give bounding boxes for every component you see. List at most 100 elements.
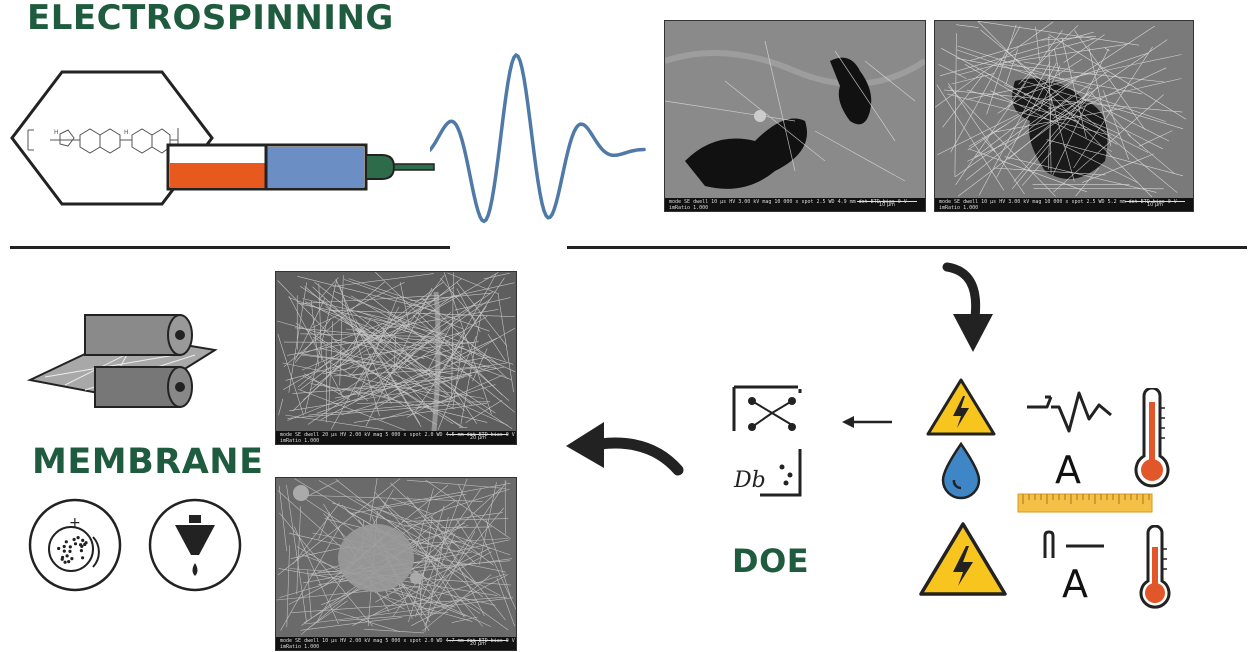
fiber-texture [977,21,1153,198]
fiber-texture [361,326,421,424]
fiber-texture [947,93,1111,136]
fiber-texture [955,110,1050,177]
fiber-texture [287,385,374,421]
fiber-texture [354,390,369,402]
fiber-texture [296,506,301,595]
fiber-texture [297,347,345,388]
fiber-texture [455,332,499,365]
fiber-texture [331,338,425,359]
fiber-texture [288,295,345,399]
fiber-texture [1054,48,1060,76]
fiber-texture [944,89,1183,113]
fiber-texture [301,323,410,371]
fiber-texture [410,292,492,302]
fiber-texture [300,617,402,631]
fiber-texture [1070,114,1149,153]
fiber-texture [966,54,1182,100]
fiber-texture [345,328,378,334]
fiber-texture [375,343,425,389]
fiber-texture [292,386,391,394]
fiber-texture [335,479,483,598]
fiber-texture [935,21,1054,108]
fiber-texture [497,293,514,393]
membrane-title: MEMBRANE [32,442,264,482]
fiber-texture [1046,139,1183,177]
fiber-texture [455,518,474,546]
pore-dot [73,542,78,546]
fiber-texture [457,483,516,610]
fiber-texture [1138,130,1173,147]
fiber-texture [339,275,344,386]
fiber-texture [1006,30,1063,108]
ruler-icon [1017,493,1153,513]
sem-image-middle: mode SE dwell 20 µs HV 2.00 kV mag 5 000… [275,271,517,445]
pore-dot [67,560,71,564]
fiber-texture [938,64,967,79]
down-arrow-icon [942,262,993,352]
fiber-texture [365,328,428,377]
fiber-texture [330,306,400,430]
fiber-texture [363,341,479,356]
fiber-texture [937,94,1059,156]
thermometer-icon [1139,525,1171,609]
fiber-texture [328,361,437,425]
fiber-texture [325,345,327,423]
fiber-texture [418,541,465,618]
pore-dot [81,538,85,542]
doe-graph-icon: Db [732,385,802,497]
fiber-texture [1061,37,1087,139]
fiber-texture [360,322,405,378]
fiber-texture [415,478,468,617]
fiber-texture [986,24,1017,115]
fiber-texture [390,497,432,515]
divider-left [10,246,450,249]
fiber-texture [1048,78,1182,110]
fiber-texture [278,398,284,416]
fiber-texture [1075,167,1100,197]
pore-dot [68,545,72,549]
fiber-texture [311,282,405,329]
fiber-texture [304,597,514,625]
fiber-texture [460,314,482,425]
fiber-texture [329,309,515,317]
pore-dot [60,557,64,561]
fiber-texture [454,297,511,311]
fiber-texture [957,38,1095,76]
fiber-texture [320,348,452,379]
pore-dot [84,541,88,545]
fiber-texture [290,546,350,559]
fiber-texture [978,62,1051,196]
fiber-texture [1063,145,1139,184]
fiber-texture [350,295,462,360]
pore-dot [62,549,66,553]
fiber-texture [318,283,322,361]
fiber-texture [994,167,1106,176]
fiber-texture [341,375,472,390]
fiber-texture [333,366,487,377]
fiber-texture [435,306,487,380]
fiber-texture [1048,87,1075,182]
fiber-texture [406,479,507,489]
fiber-texture [1003,84,1121,135]
fiber-texture [1021,151,1052,186]
fiber-texture [314,281,473,406]
fiber-texture [390,482,476,564]
fiber-texture [403,512,503,527]
fiber-texture [399,282,410,327]
parameter-letter: A [1055,448,1081,492]
fiber-texture [437,336,477,431]
fiber-texture [982,137,996,153]
sem-scale: 10 µm [857,201,917,208]
fiber-texture [301,375,341,392]
fiber-texture [1013,90,1090,182]
fiber-texture [456,288,481,333]
fiber-texture [967,67,1167,162]
fiber-texture [318,480,430,545]
small-left-arrow-icon [842,416,892,428]
fiber-texture [374,584,407,603]
fiber-texture [487,333,506,361]
fiber-texture [318,277,339,301]
fiber-texture [299,353,373,364]
fiber-texture [1021,80,1184,130]
fiber-texture [355,328,436,415]
